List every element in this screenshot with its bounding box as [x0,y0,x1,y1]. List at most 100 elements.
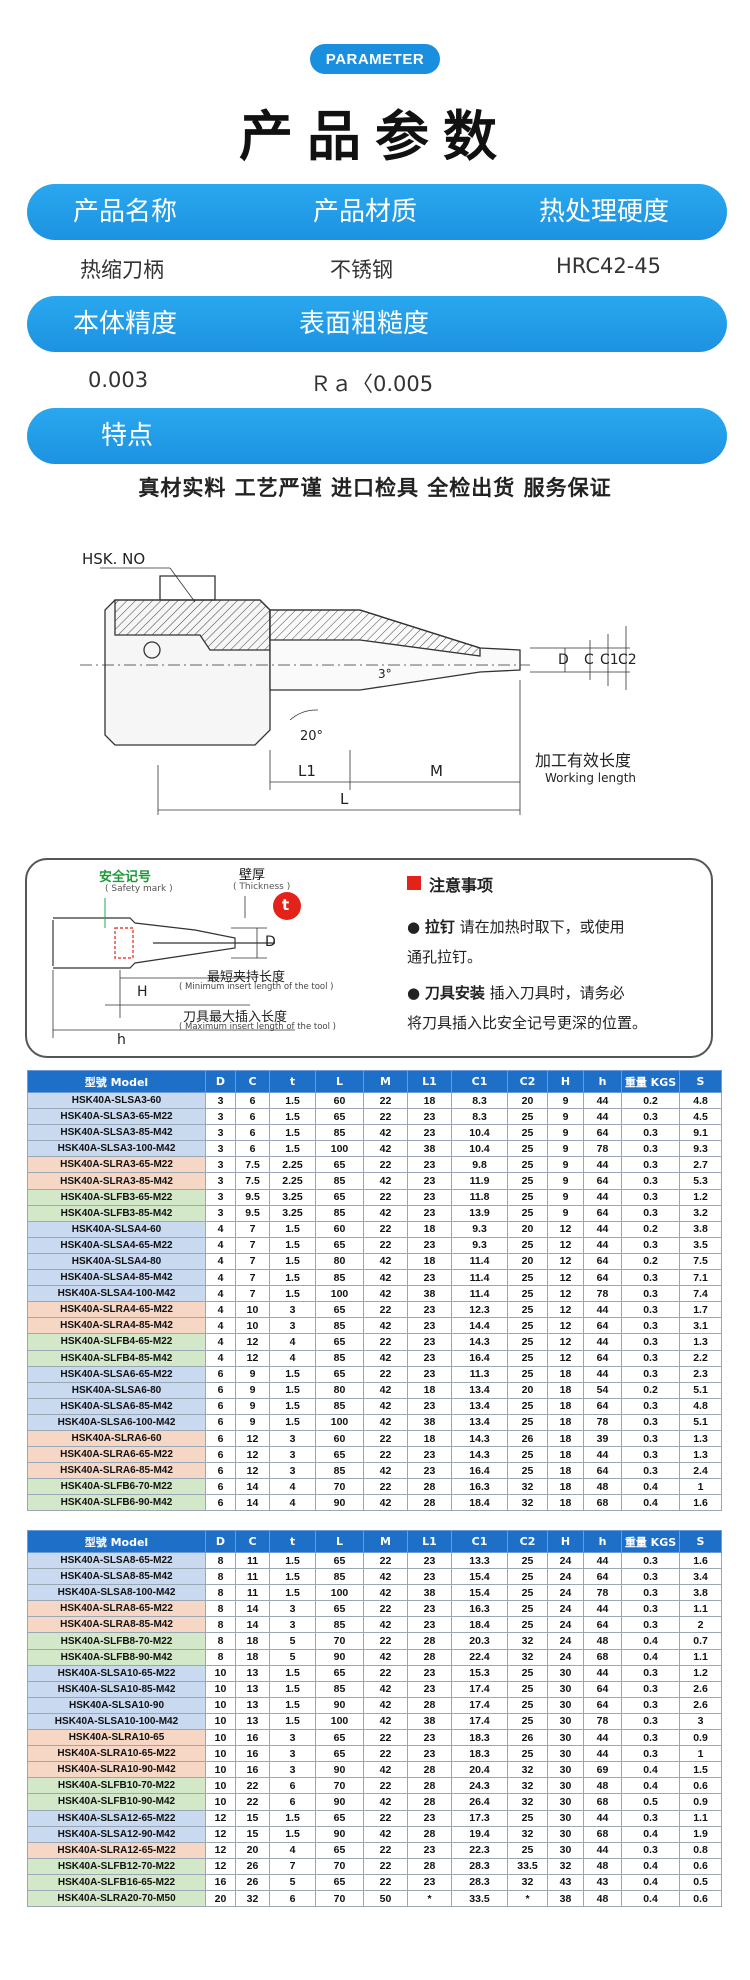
value-cell: 65 [315,1333,364,1351]
value-cell: 0.3 [621,1188,680,1206]
model-cell: HSK40A-SLRA6-65-M22 [27,1446,206,1464]
value-cell: 44 [583,1156,622,1174]
value-cell: 90 [315,1494,364,1512]
value-cell: 85 [315,1680,364,1698]
value-cell: 3 [269,1745,316,1763]
column-header: C1 [451,1070,508,1093]
value-cell: 0.6 [679,1857,722,1875]
value-cell: 25 [507,1156,548,1174]
value-cell: 1.3 [679,1446,722,1464]
value-cell: 0.3 [621,1429,680,1448]
value-cell: 8.3 [451,1091,508,1110]
value-cell: 30 [547,1712,584,1731]
value-cell: 3.8 [679,1584,722,1602]
value-cell: 3 [269,1761,316,1779]
value-cell: 0.3 [621,1584,680,1602]
spec-header-row-2: 本体精度 表面粗糙度 [27,296,727,352]
value-cell: 3.1 [679,1317,722,1335]
value-cell: 3.5 [679,1236,722,1254]
value-cell: 14.3 [451,1446,508,1464]
value-cell: 25 [507,1172,548,1190]
value-cell: 23 [407,1600,452,1618]
value-cell: 42 [363,1285,408,1303]
value-cell: 60 [315,1429,364,1448]
value-cell: 0.4 [621,1857,680,1875]
value-cell: 0.3 [621,1413,680,1431]
value-cell: 0.3 [621,1600,680,1618]
value-cell: 85 [315,1269,364,1287]
value-cell: 30 [547,1761,584,1779]
value-cell: 7 [235,1285,270,1303]
value-cell: 25 [507,1317,548,1335]
value-cell: 14 [235,1600,270,1618]
value-cell: 22.3 [451,1841,508,1859]
value-cell: 1.3 [679,1429,722,1448]
min-clamp-cn: 最短夹持长度 [207,970,286,985]
value-cell: 3 [269,1429,316,1448]
value-cell: 23 [407,1809,452,1827]
value-cell: 4 [205,1269,236,1287]
value-cell: 13 [235,1680,270,1698]
value-cell: 1 [679,1478,722,1496]
value-cell: 6 [205,1494,236,1512]
spec-value-roughness: Ｒａ〈0.005 [310,372,434,396]
model-cell: HSK40A-SLSA10-85-M42 [27,1680,206,1698]
value-cell: 0.4 [621,1777,680,1795]
value-cell: 33.5 [507,1857,548,1875]
value-cell: 2.4 [679,1462,722,1480]
model-cell: HSK40A-SLRA6-85-M42 [27,1462,206,1480]
value-cell: 0.3 [621,1349,680,1367]
value-cell: 0.3 [621,1664,680,1682]
value-cell: 65 [315,1745,364,1763]
value-cell: 3 [269,1446,316,1464]
notice-item-2-text: 插入刀具时，请务必 [489,984,625,1002]
value-cell: 4 [205,1349,236,1367]
column-header: t [269,1530,316,1553]
value-cell: 10 [205,1777,236,1795]
hsk-label: HSK. NO [82,550,145,568]
model-cell: HSK40A-SLSA6-80 [27,1381,206,1399]
value-cell: 10 [235,1301,270,1319]
value-cell: 1.1 [679,1809,722,1827]
column-header: C2 [507,1530,548,1553]
value-cell: 2.2 [679,1349,722,1367]
value-cell: 13.3 [451,1551,508,1570]
value-cell: 14 [235,1616,270,1634]
bullet-icon: ● [407,984,421,1002]
model-cell: HSK40A-SLSA10-100-M42 [27,1712,206,1731]
value-cell: 16.4 [451,1349,508,1367]
value-cell: 28 [407,1777,452,1795]
value-cell: 1.5 [269,1397,316,1415]
column-header: 型號 Model [27,1530,206,1553]
value-cell: 90 [315,1793,364,1811]
value-cell: 32 [507,1777,548,1795]
model-cell: HSK40A-SLSA4-100-M42 [27,1285,206,1303]
value-cell: 23 [407,1124,452,1142]
value-cell: 11.4 [451,1269,508,1287]
value-cell: 1.1 [679,1648,722,1666]
value-cell: 16 [205,1873,236,1891]
spec-header-row-3: 特点 [27,408,727,464]
model-cell: HSK40A-SLSA8-100-M42 [27,1584,206,1602]
value-cell: 15.3 [451,1664,508,1682]
value-cell: 22 [363,1220,408,1238]
value-cell: 20.4 [451,1761,508,1779]
value-cell: 25 [507,1680,548,1698]
value-cell: 68 [583,1494,622,1512]
value-cell: 70 [315,1857,364,1875]
value-cell: 4 [205,1317,236,1335]
value-cell: 0.3 [621,1301,680,1319]
value-cell: 15 [235,1825,270,1843]
value-cell: 78 [583,1584,622,1602]
value-cell: 42 [363,1680,408,1698]
model-cell: HSK40A-SLFB8-90-M42 [27,1648,206,1666]
value-cell: 28 [407,1696,452,1714]
value-cell: 0.3 [621,1841,680,1859]
